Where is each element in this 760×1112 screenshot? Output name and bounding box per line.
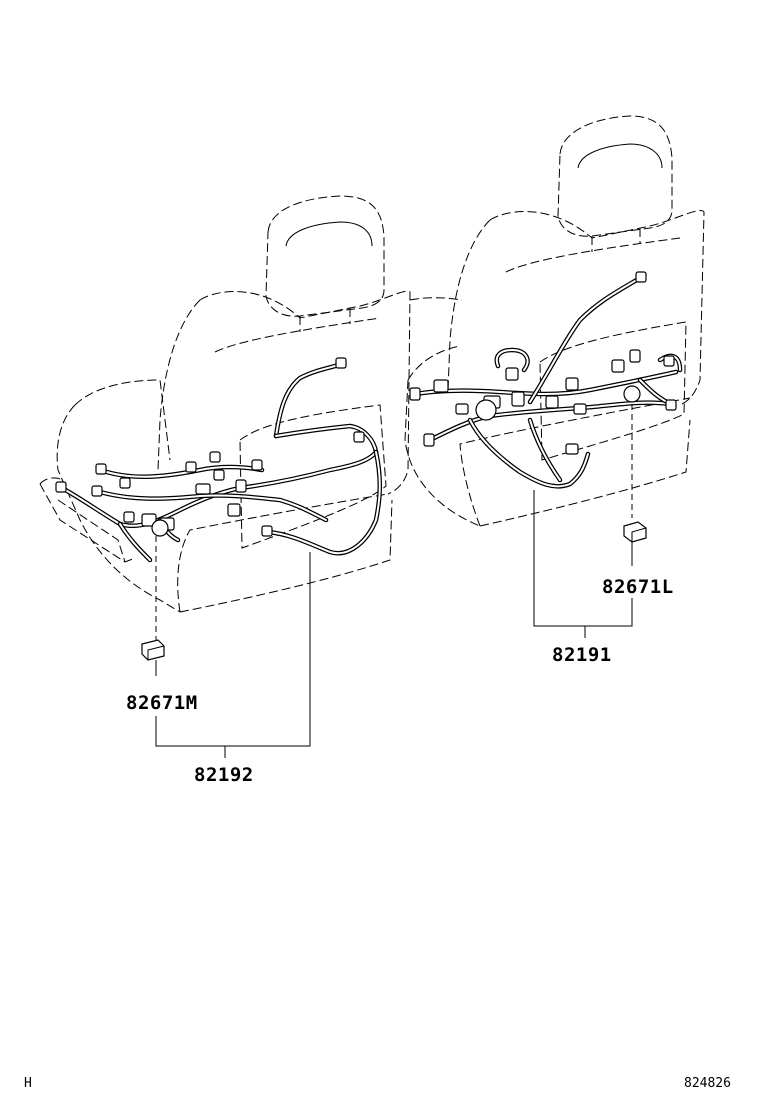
clip-82671L: [623, 404, 647, 566]
left-seat-wire-harness: [55, 357, 383, 563]
footer-left-code: H: [24, 1076, 32, 1091]
footer-diagram-number: 824826: [684, 1076, 731, 1091]
part-label-82191: 82191: [552, 644, 612, 666]
part-label-82192: 82192: [194, 764, 254, 786]
part-label-82671M: 82671M: [126, 692, 198, 714]
left-seat-outline: [39, 195, 411, 613]
clip-82671M: [141, 536, 165, 676]
right-seat-outline: [404, 115, 705, 527]
part-label-82671L: 82671L: [602, 576, 674, 598]
right-seat-wire-harness: [409, 271, 683, 489]
leader-82191: [533, 490, 633, 638]
leader-82192: [155, 552, 311, 758]
